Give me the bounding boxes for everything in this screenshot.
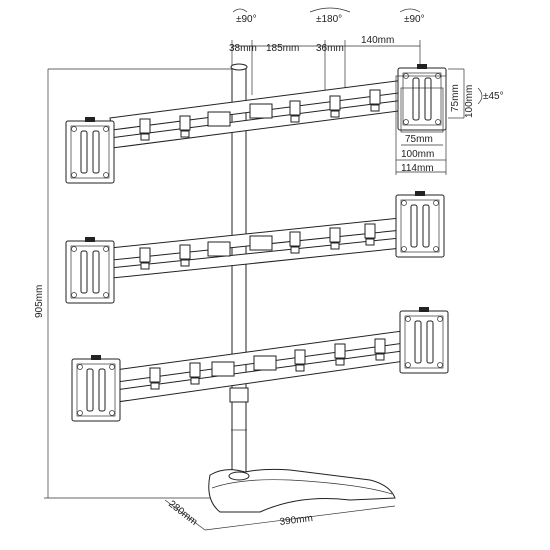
height-dimension: 905mm — [34, 68, 237, 499]
rotation-center-label: ±180° — [316, 14, 342, 25]
arm-bottom — [114, 329, 413, 403]
plate-middle-right — [395, 190, 445, 258]
dim-280mm: 280mm — [166, 499, 199, 528]
vesa-dimensions: 75mm 100mm 75mm 100mm 114mm — [395, 68, 475, 175]
dim-75mm-vertical: 75mm — [450, 84, 461, 112]
dim-905mm: 905mm — [34, 285, 45, 318]
dim-38mm: 38mm — [229, 43, 257, 54]
dim-100mm-horizontal: 100mm — [401, 149, 434, 160]
dim-36mm: 36mm — [316, 43, 344, 54]
dim-114mm: 114mm — [401, 163, 434, 174]
top-dimensions: 38mm 185mm 36mm 140mm — [229, 35, 421, 95]
dim-140mm: 140mm — [361, 35, 394, 46]
dim-75mm-horizontal: 75mm — [405, 134, 433, 145]
dim-100mm-vertical: 100mm — [464, 85, 475, 118]
rotation-left-label: ±90° — [236, 14, 257, 25]
tilt-label: ±45° — [483, 91, 504, 102]
plate-bottom-right — [399, 306, 449, 374]
plate-top-right — [397, 63, 447, 131]
rotation-right-label: ±90° — [404, 14, 425, 25]
plate-bottom-left — [71, 354, 121, 422]
arm-top — [109, 77, 423, 149]
plate-middle-left — [65, 236, 115, 304]
rotation-labels: ±90° ±180° ±90° ±45° — [232, 7, 504, 105]
stand-base — [208, 468, 396, 513]
dim-390mm: 390mm — [279, 513, 313, 528]
plate-top-left — [65, 116, 115, 184]
dim-185mm: 185mm — [266, 43, 299, 54]
arm-middle — [109, 217, 403, 279]
